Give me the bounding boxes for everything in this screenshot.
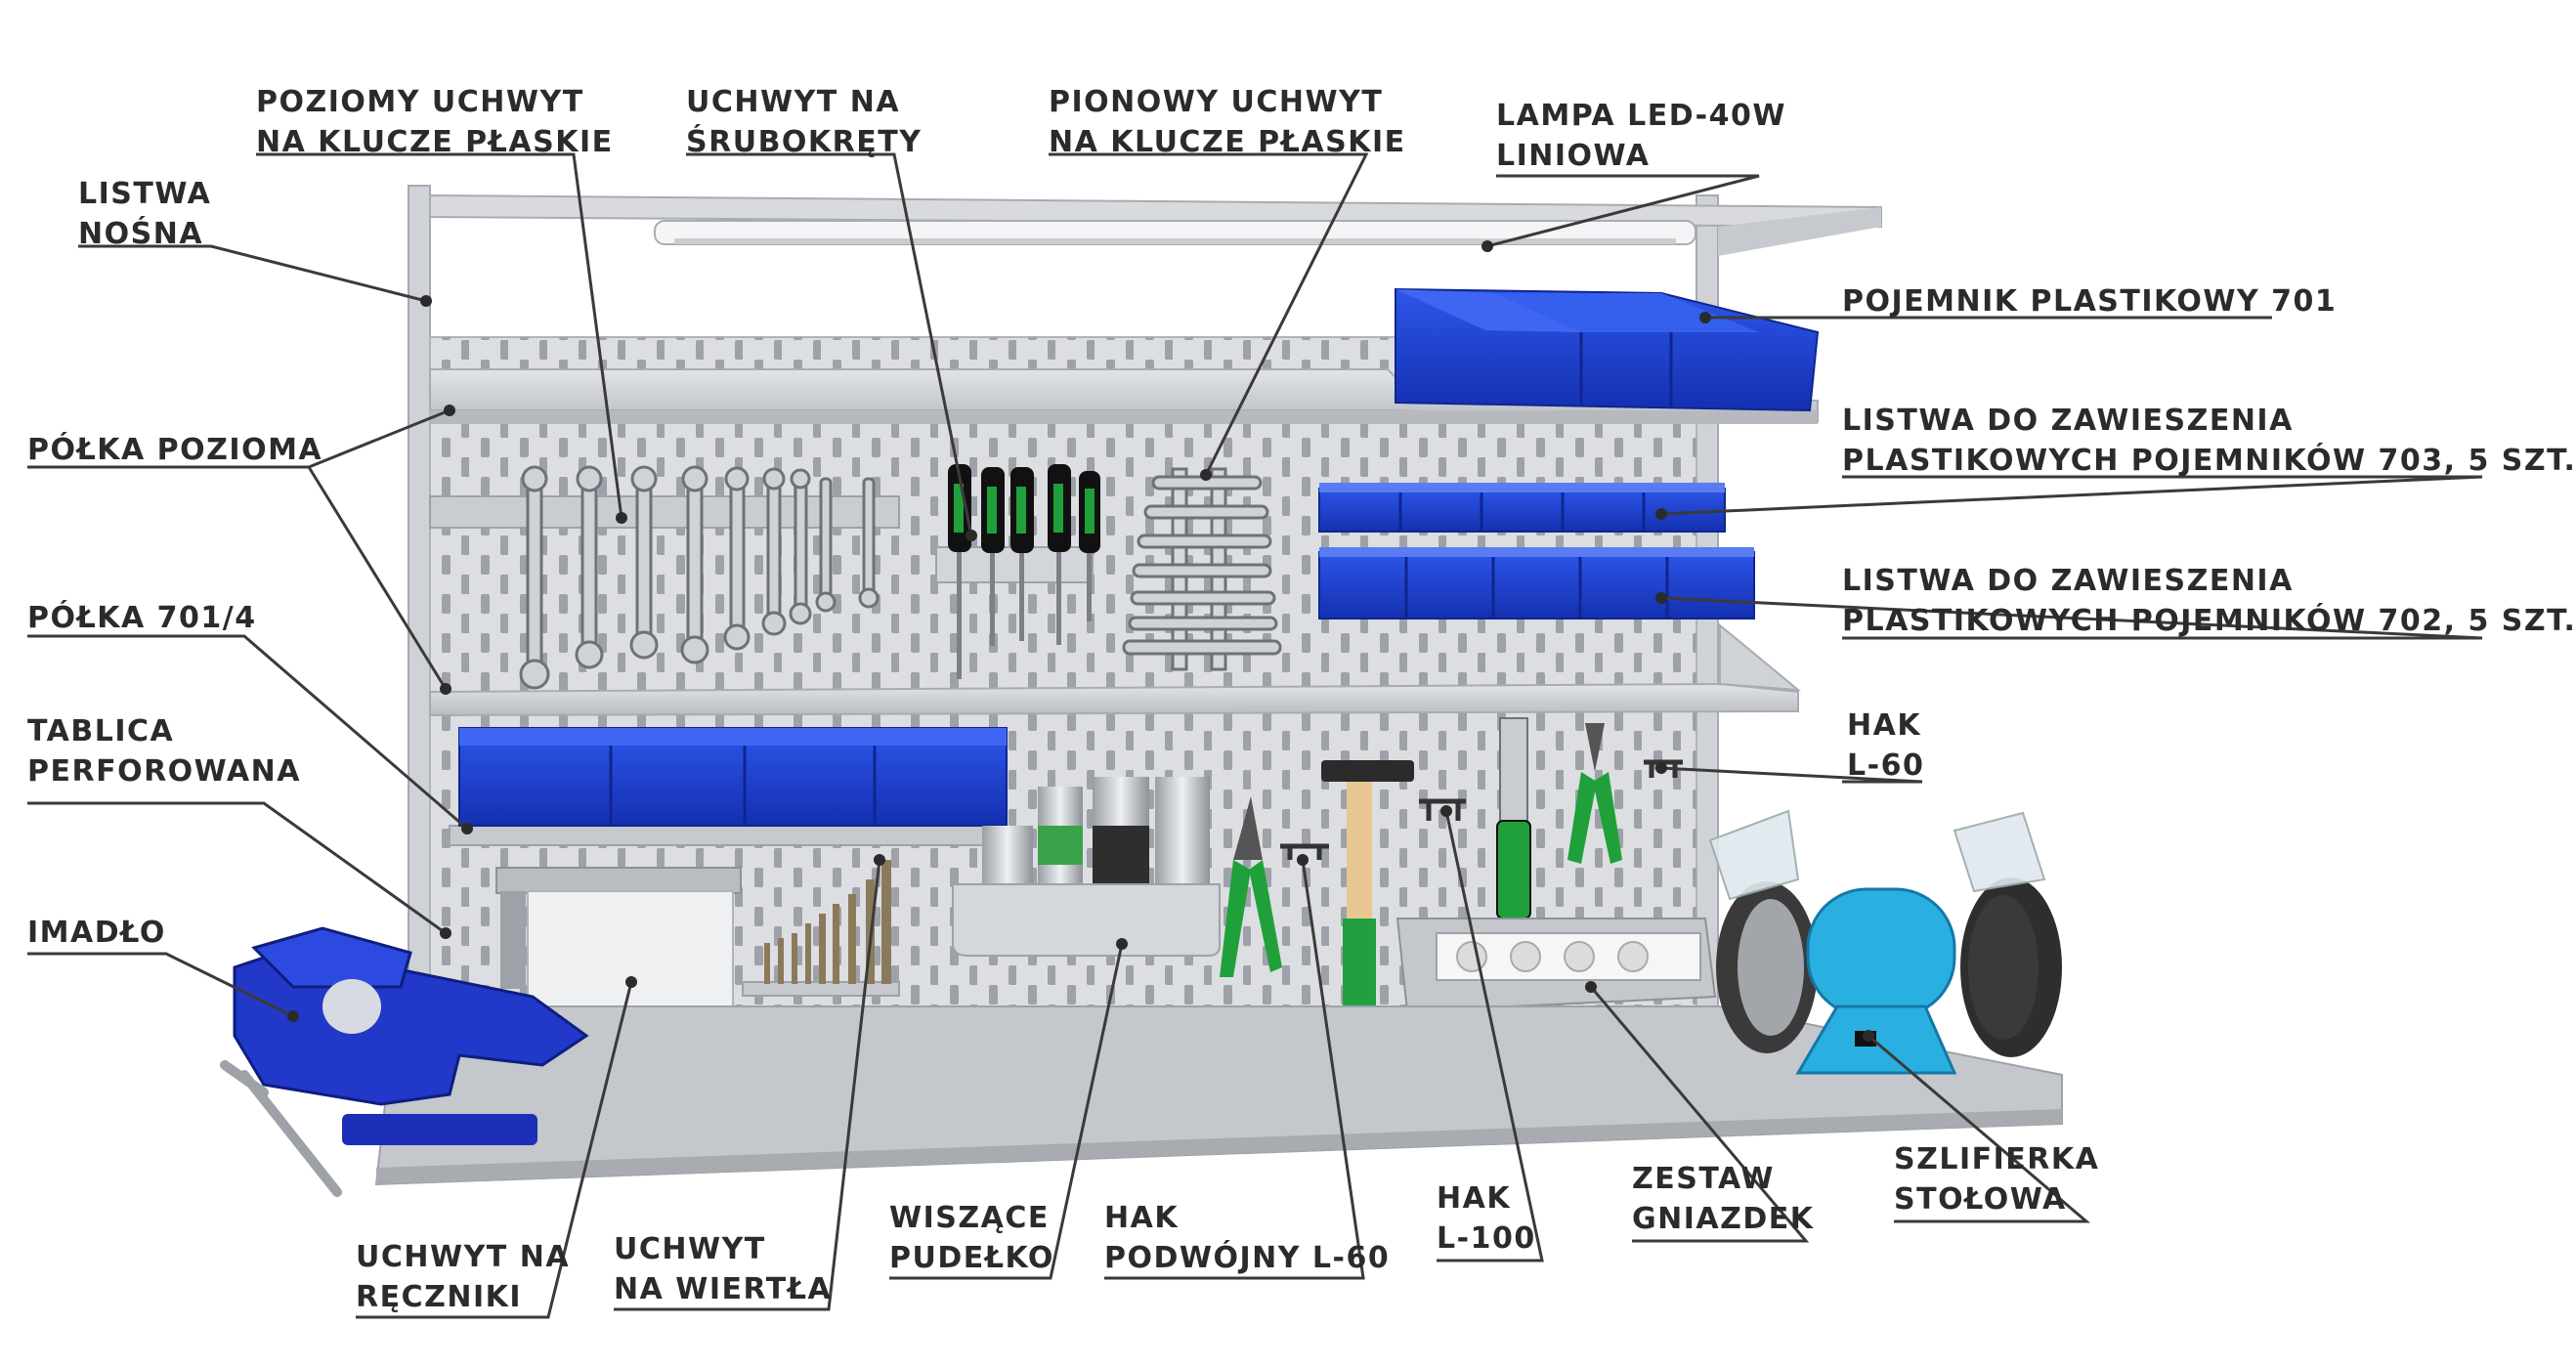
label-line: L-60 [1847,748,1925,783]
label-line: POJEMNIK PLASTIKOWY 701 [1842,284,2338,319]
label-line: NA WIERTŁA [614,1272,833,1306]
label-zestaw-gniazdek: ZESTAW GNIAZDEK [1632,1159,1815,1239]
label-line: PODWÓJNY L-60 [1104,1241,1391,1275]
label-line: PLASTIKOWYCH POJEMNIKÓW 703, 5 SZT. [1842,444,2576,478]
label-wiszace-pudelko: WISZĄCE PUDEŁKO [889,1198,1054,1278]
label-polka-pozioma: PÓŁKA POZIOMA [27,430,322,470]
label-pionowy-uchwyt: PIONOWY UCHWYT NA KLUCZE PŁASKIE [1049,82,1406,162]
label-line: NOŚNA [78,217,204,251]
label-line: LISTWA [78,177,212,211]
label-line: RĘCZNIKI [356,1280,523,1314]
label-line: HAK [1437,1181,1512,1216]
label-hak-podwojny: HAK PODWÓJNY L-60 [1104,1198,1390,1278]
label-uchwyt-wiertla: UCHWYT NA WIERTŁA [614,1229,832,1309]
middle-shelf [429,622,1802,717]
label-line: SZLIFIERKA [1894,1142,2100,1176]
bins-701 [1395,287,1820,412]
label-polka-701-4: PÓŁKA 701/4 [27,598,257,638]
label-line: NA KLUCZE PŁASKIE [1049,125,1406,159]
label-line: LINIOWA [1496,139,1651,173]
label-imadlo: IMADŁO [27,913,166,953]
hanging-box [952,883,1221,957]
label-szlifierka: SZLIFIERKA STOŁOWA [1894,1139,2099,1219]
bins-702 [1318,547,1755,620]
label-line: HAK [1847,708,1922,743]
label-line: PIONOWY UCHWYT [1049,85,1384,119]
label-hak-l100: HAK L-100 [1437,1178,1536,1259]
workbench-diagram [27,152,2483,1319]
pliers-right [1567,723,1622,864]
hook-double [1280,843,1329,860]
label-line: GNIAZDEK [1632,1202,1815,1236]
label-line: HAK [1104,1201,1180,1235]
label-line: WISZĄCE [889,1201,1050,1235]
leader-dots [287,240,1874,1042]
wrench-green [1496,717,1531,919]
hammer [1321,760,1414,1006]
led-lamp [654,220,1696,245]
label-line: ZESTAW [1632,1162,1775,1196]
label-line: UCHWYT NA [686,85,901,119]
label-uchwyt-reczniki: UCHWYT NA RĘCZNIKI [356,1237,570,1317]
label-line: LAMPA LED-40W [1496,99,1786,133]
label-line: ŚRUBOKRĘTY [686,125,923,159]
bins-703 [1318,483,1726,533]
label-line: L-100 [1437,1221,1536,1256]
label-line: PERFOROWANA [27,754,301,789]
top-shelf [429,368,1819,424]
spanners-horizontal [519,465,880,690]
label-line: LISTWA DO ZAWIESZENIA [1842,404,2294,438]
shelf-701-4 [449,727,1008,846]
label-listwa-703: LISTWA DO ZAWIESZENIA PLASTIKOWYCH POJEM… [1842,401,2576,481]
label-line: PUDEŁKO [889,1241,1054,1275]
socket-set [1395,918,1717,1013]
label-listwa-702: LISTWA DO ZAWIESZENIA PLASTIKOWYCH POJEM… [1842,561,2576,641]
label-line: NA KLUCZE PŁASKIE [256,125,614,159]
hook-l100 [1419,798,1466,821]
label-uchwyt-srubokrety: UCHWYT NA ŚRUBOKRĘTY [686,82,922,162]
label-line: PLASTIKOWYCH POJEMNIKÓW 702, 5 SZT. [1842,604,2576,638]
worktop [374,1005,2063,1186]
label-poziomy-uchwyt: POZIOMY UCHWYT NA KLUCZE PŁASKIE [256,82,614,162]
label-lampa: LAMPA LED-40W LINIOWA [1496,96,1786,176]
label-hak-l60: HAK L-60 [1847,705,1924,786]
label-line: LISTWA DO ZAWIESZENIA [1842,564,2294,598]
label-line: UCHWYT NA [356,1240,571,1274]
label-pojemnik-701: POJEMNIK PLASTIKOWY 701 [1842,281,2337,321]
pliers-left [1220,796,1282,977]
label-line: POZIOMY UCHWYT [256,85,584,119]
label-line: PÓŁKA 701/4 [27,601,257,635]
vise [220,926,589,1197]
label-line: UCHWYT [614,1232,766,1266]
label-line: STOŁOWA [1894,1182,2067,1217]
bench-grinder [1708,809,2062,1075]
screwdriver-holder [935,546,1094,583]
label-line: IMADŁO [27,916,166,950]
screwdrivers [948,464,1100,679]
label-tablica: TABLICA PERFOROWANA [27,711,301,791]
vertical-spanner-holder [1122,467,1282,671]
towel-holder [495,867,742,1007]
label-line: TABLICA [27,714,175,748]
label-listwa-nosna: LISTWA NOŚNA [78,174,211,254]
leader-lines [27,152,2483,1319]
label-line: PÓŁKA POZIOMA [27,433,323,467]
